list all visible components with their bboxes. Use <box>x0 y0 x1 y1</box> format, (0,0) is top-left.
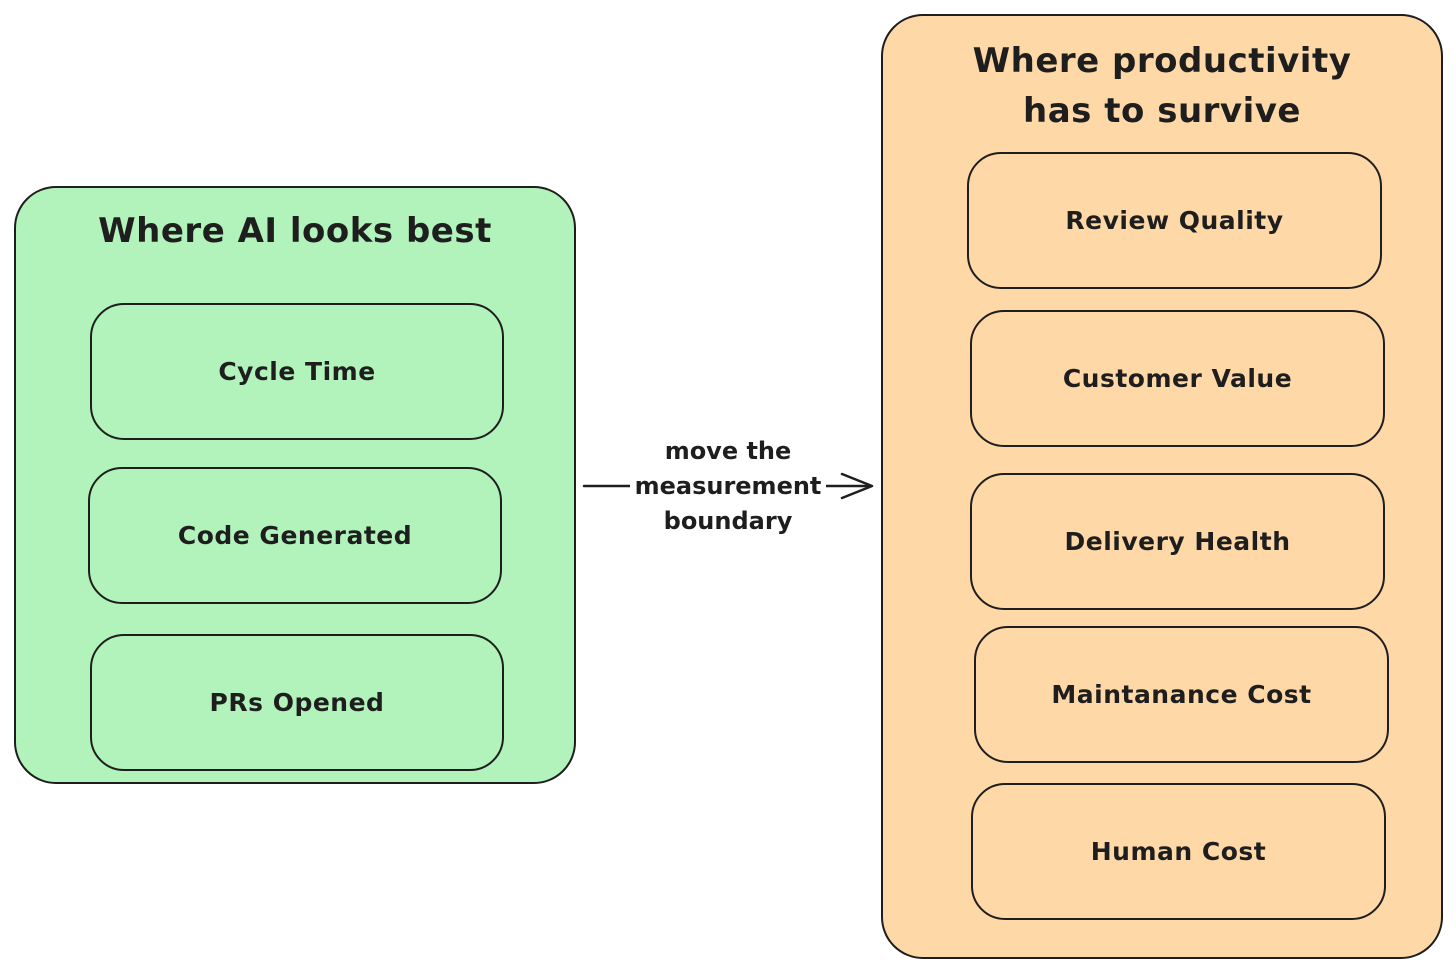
connector-label-line-2: measurement <box>630 469 826 504</box>
group-title-right-line-1: Where productivity <box>972 41 1352 81</box>
metric-human-cost: Human Cost <box>971 783 1386 920</box>
metric-prs-opened: PRs Opened <box>90 634 504 771</box>
measurement-boundary-connector: move the measurement boundary <box>580 430 880 540</box>
connector-label-line-3: boundary <box>663 507 793 535</box>
metric-review-quality: Review Quality <box>967 152 1382 289</box>
group-title-right: Where productivity has to survive <box>883 36 1441 136</box>
metric-customer-value: Customer Value <box>970 310 1385 447</box>
group-title-left: Where AI looks best <box>98 211 492 251</box>
group-title-right-line-2: has to survive <box>1023 91 1301 131</box>
group-where-ai-looks-best: Where AI looks best Cycle Time Code Gene… <box>14 186 576 784</box>
group-where-productivity-has-to-survive: Where productivity has to survive Review… <box>881 14 1443 959</box>
metric-delivery-health: Delivery Health <box>970 473 1385 610</box>
metric-code-generated: Code Generated <box>88 467 502 604</box>
metric-cycle-time: Cycle Time <box>90 303 504 440</box>
connector-label: move the measurement boundary <box>630 434 826 539</box>
metric-maintanance-cost: Maintanance Cost <box>974 626 1389 763</box>
connector-label-line-1: move the <box>664 437 792 465</box>
